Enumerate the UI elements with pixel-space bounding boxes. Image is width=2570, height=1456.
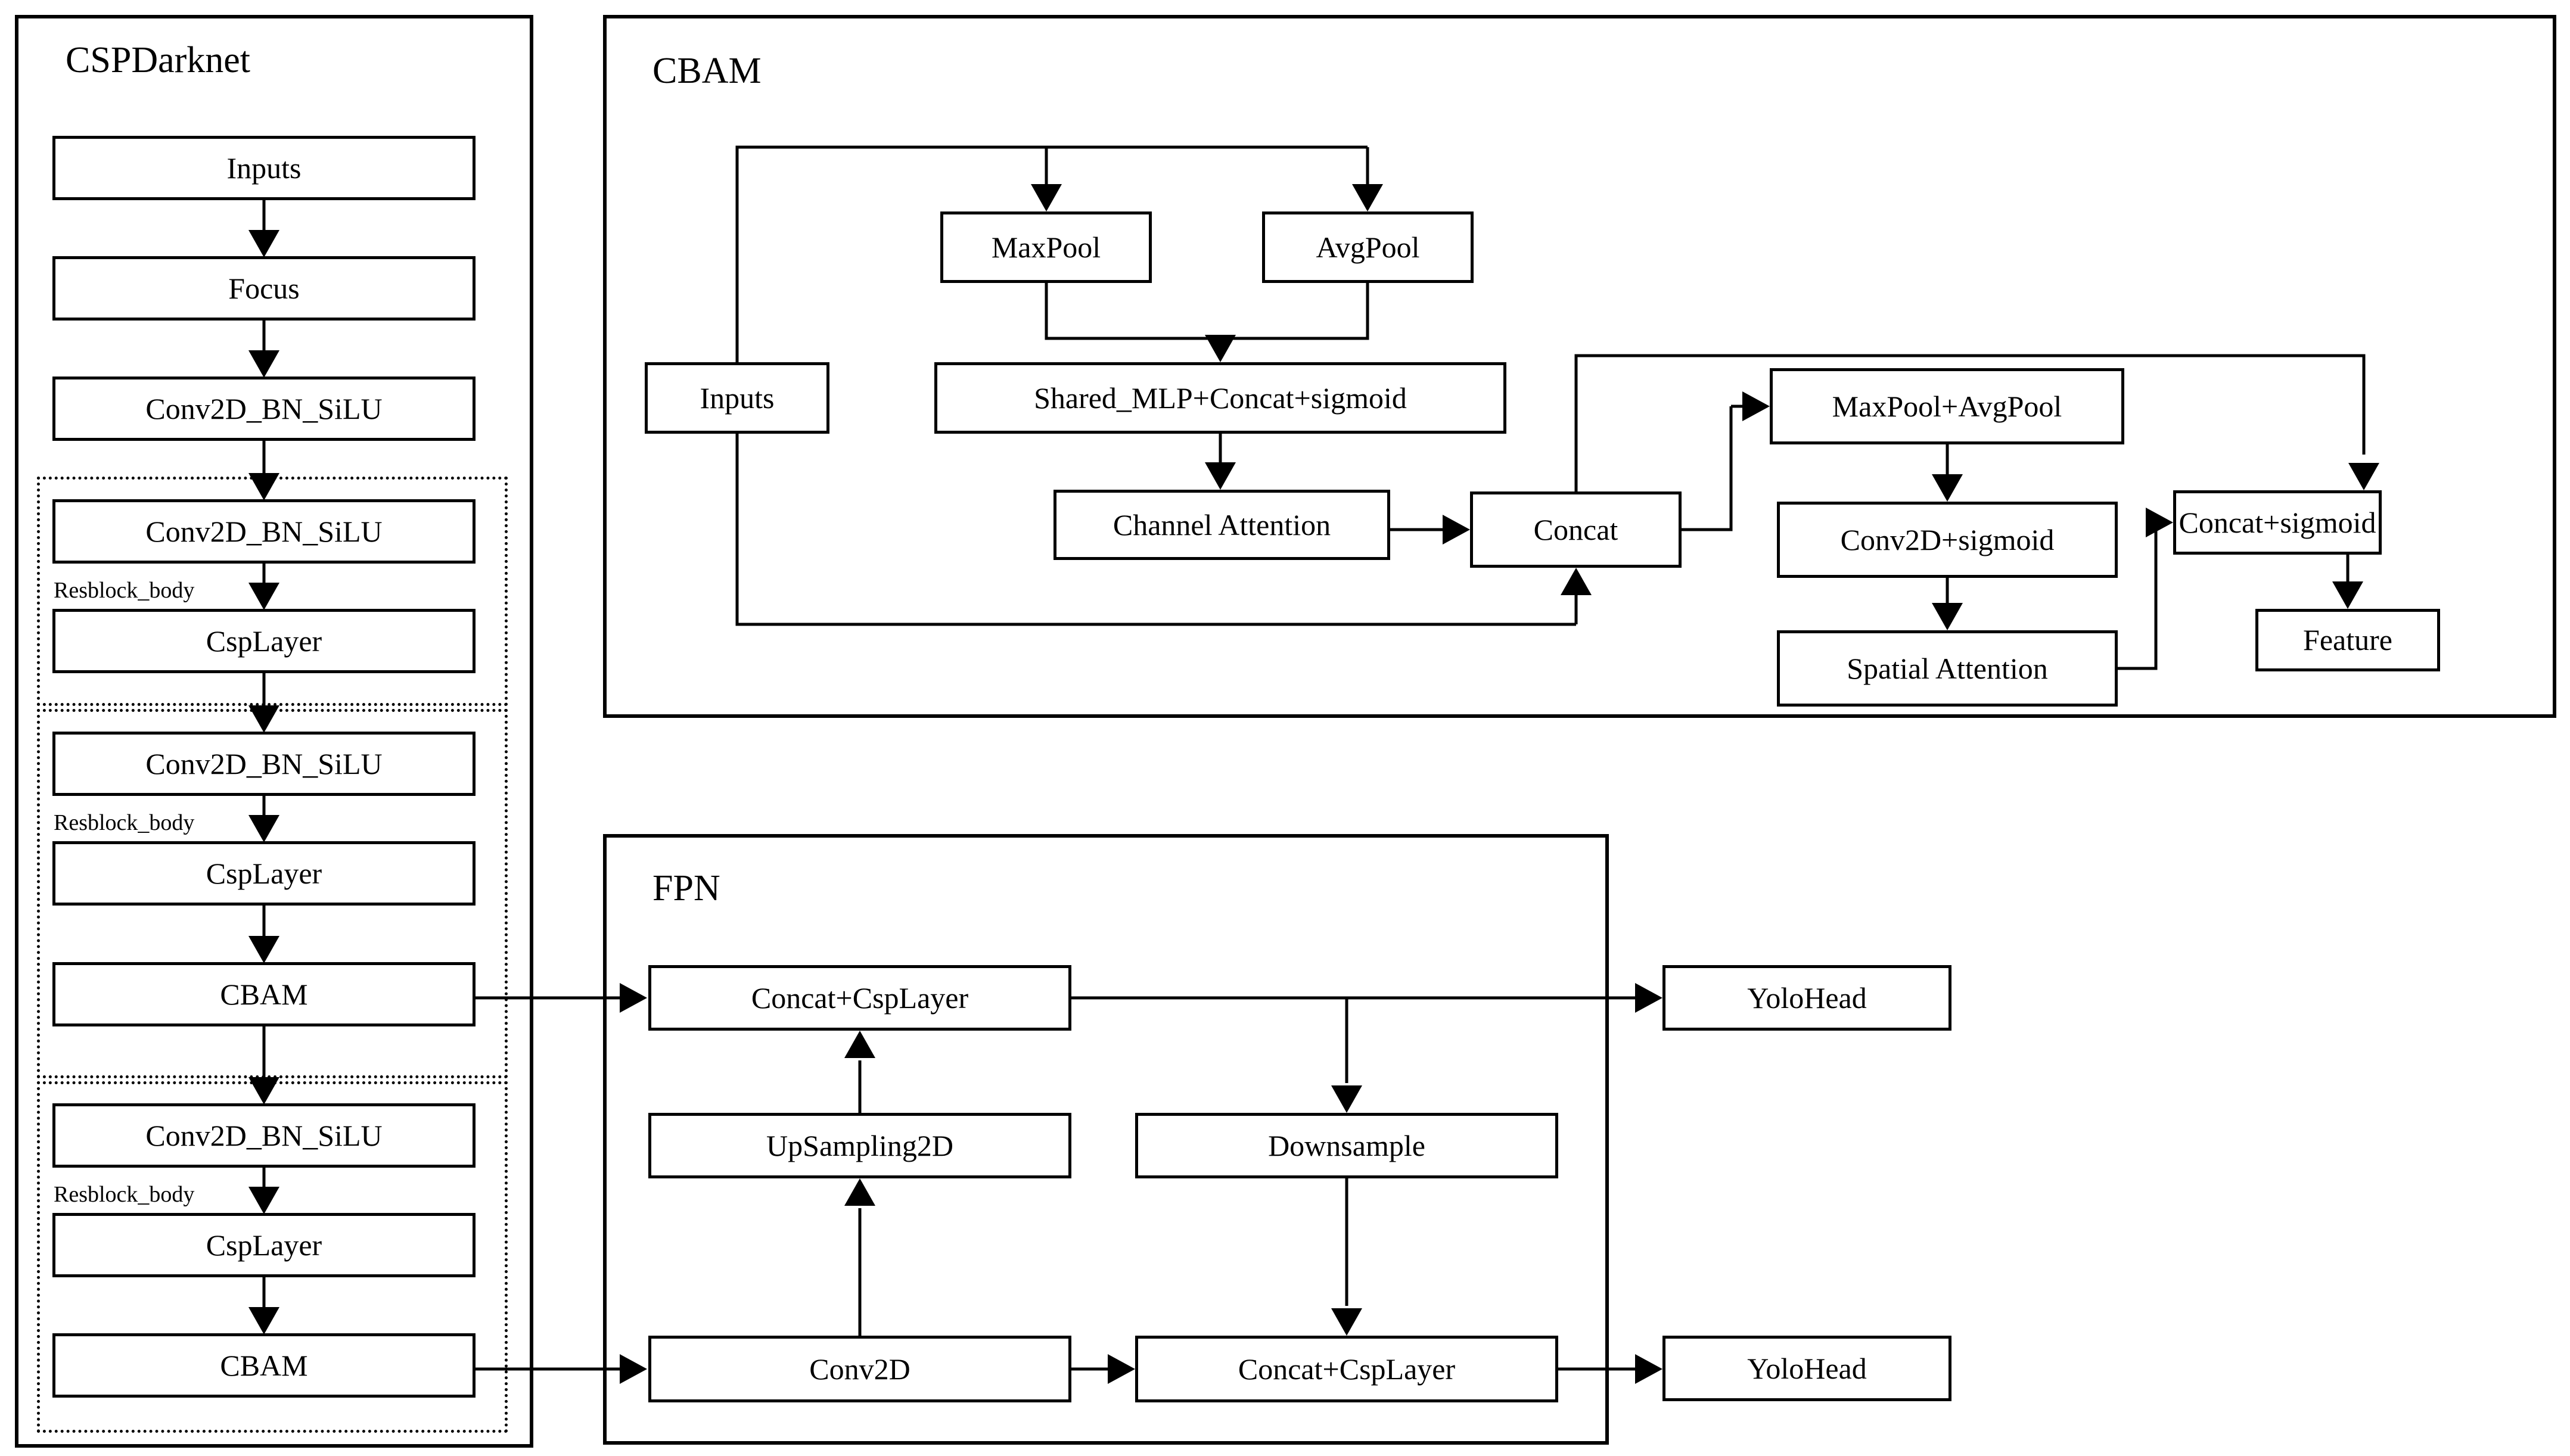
cbam-node-concat[interactable]: Concat <box>1470 491 1682 568</box>
fpn-title: FPN <box>652 868 720 909</box>
csp-node-conv2d-bn-silu-0[interactable]: Conv2D_BN_SiLU <box>52 377 476 441</box>
csp-darknet-title: CSPDarknet <box>66 40 250 80</box>
resblock-body-label-2: Resblock_body <box>54 810 195 835</box>
cbam-node-conv2d-sigmoid[interactable]: Conv2D+sigmoid <box>1777 502 2118 578</box>
yolohead-bottom[interactable]: YoloHead <box>1662 1336 1951 1401</box>
csp-node-csplayer-1[interactable]: CspLayer <box>52 609 476 673</box>
csp-node-csplayer-2[interactable]: CspLayer <box>52 841 476 906</box>
csp-node-focus[interactable]: Focus <box>52 256 476 321</box>
resblock-body-label-1: Resblock_body <box>54 578 195 603</box>
cbam-node-avgpool[interactable]: AvgPool <box>1262 211 1474 283</box>
cbam-node-spatial-attention[interactable]: Spatial Attention <box>1777 630 2118 707</box>
cbam-node-shared-mlp[interactable]: Shared_MLP+Concat+sigmoid <box>934 362 1506 434</box>
csp-node-inputs[interactable]: Inputs <box>52 136 476 200</box>
resblock-body-label-3: Resblock_body <box>54 1182 195 1207</box>
cbam-title: CBAM <box>652 51 762 91</box>
cbam-node-maxpool-avgpool[interactable]: MaxPool+AvgPool <box>1770 368 2124 444</box>
cbam-node-maxpool[interactable]: MaxPool <box>940 211 1152 283</box>
cbam-panel <box>603 15 2556 718</box>
fpn-node-concat-csplayer-top[interactable]: Concat+CspLayer <box>648 965 1071 1031</box>
fpn-panel <box>603 834 1609 1445</box>
fpn-node-upsampling2d[interactable]: UpSampling2D <box>648 1113 1071 1178</box>
csp-node-conv2d-bn-silu-1[interactable]: Conv2D_BN_SiLU <box>52 499 476 564</box>
fpn-node-concat-csplayer-bottom[interactable]: Concat+CspLayer <box>1135 1336 1558 1402</box>
csp-darknet-panel <box>15 15 533 1448</box>
cbam-node-channel-attention[interactable]: Channel Attention <box>1054 490 1390 560</box>
cbam-node-inputs[interactable]: Inputs <box>645 362 829 434</box>
fpn-node-conv2d[interactable]: Conv2D <box>648 1336 1071 1402</box>
cbam-node-concat-sigmoid[interactable]: Concat+sigmoid <box>2173 490 2382 555</box>
csp-node-conv2d-bn-silu-3[interactable]: Conv2D_BN_SiLU <box>52 1103 476 1168</box>
fpn-node-downsample[interactable]: Downsample <box>1135 1113 1558 1178</box>
csp-node-cbam-3[interactable]: CBAM <box>52 1333 476 1398</box>
csp-node-cbam-2[interactable]: CBAM <box>52 962 476 1026</box>
cbam-node-feature[interactable]: Feature <box>2255 609 2440 671</box>
csp-node-conv2d-bn-silu-2[interactable]: Conv2D_BN_SiLU <box>52 732 476 796</box>
csp-node-csplayer-3[interactable]: CspLayer <box>52 1213 476 1277</box>
yolohead-top[interactable]: YoloHead <box>1662 965 1951 1031</box>
